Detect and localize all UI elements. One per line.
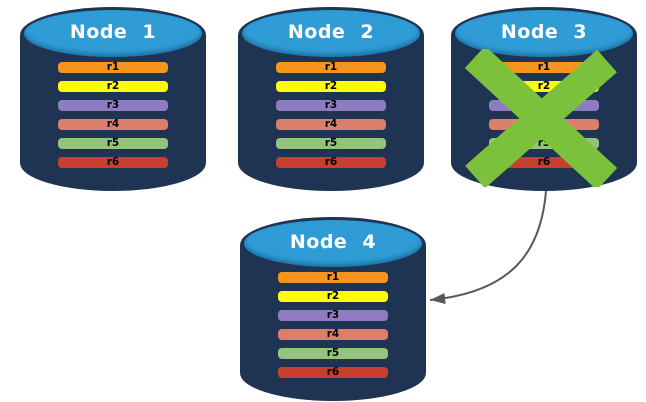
- node-label: Node 4: [289, 231, 377, 253]
- row-r1: r1: [276, 62, 386, 73]
- row-r2: r2: [278, 291, 388, 302]
- row-r2: r2: [489, 81, 599, 92]
- row-r1: r1: [278, 272, 388, 283]
- node-2: Node 2 r1 r2 r3 r4 r5 r6: [238, 7, 424, 191]
- row-r6: r6: [278, 367, 388, 378]
- node-label: Node 2: [287, 21, 375, 43]
- cylinder-top: [24, 10, 202, 57]
- row-r2: r2: [58, 81, 168, 92]
- cylinder-top: [244, 220, 422, 267]
- node-label: Node 1: [69, 21, 157, 43]
- failure-x-icon: [464, 49, 618, 187]
- row-r6: r6: [276, 157, 386, 168]
- row-stack: r1 r2 r3 r4 r5 r6: [58, 62, 168, 176]
- row-r1: r1: [489, 62, 599, 73]
- row-stack: r1 r2 r3 r4 r5 r6: [278, 272, 388, 386]
- row-r5: r5: [489, 138, 599, 149]
- row-r5: r5: [276, 138, 386, 149]
- row-r4: r4: [278, 329, 388, 340]
- row-r3: r3: [276, 100, 386, 111]
- row-r4: r4: [276, 119, 386, 130]
- node-label: Node 3: [500, 21, 588, 43]
- row-r6: r6: [489, 157, 599, 168]
- node-1: Node 1 r1 r2 r3 r4 r5 r6: [20, 7, 206, 191]
- cylinder-top: [242, 10, 420, 57]
- node-3: Node 3 r1 r2 r3 r4 r5 r6: [451, 7, 637, 191]
- node-4: Node 4 r1 r2 r3 r4 r5 r6: [240, 217, 426, 401]
- row-r5: r5: [58, 138, 168, 149]
- row-r6: r6: [58, 157, 168, 168]
- row-r5: r5: [278, 348, 388, 359]
- row-r1: r1: [58, 62, 168, 73]
- row-r3: r3: [58, 100, 168, 111]
- row-r4: r4: [58, 119, 168, 130]
- row-r2: r2: [276, 81, 386, 92]
- row-stack: r1 r2 r3 r4 r5 r6: [276, 62, 386, 176]
- row-r3: r3: [278, 310, 388, 321]
